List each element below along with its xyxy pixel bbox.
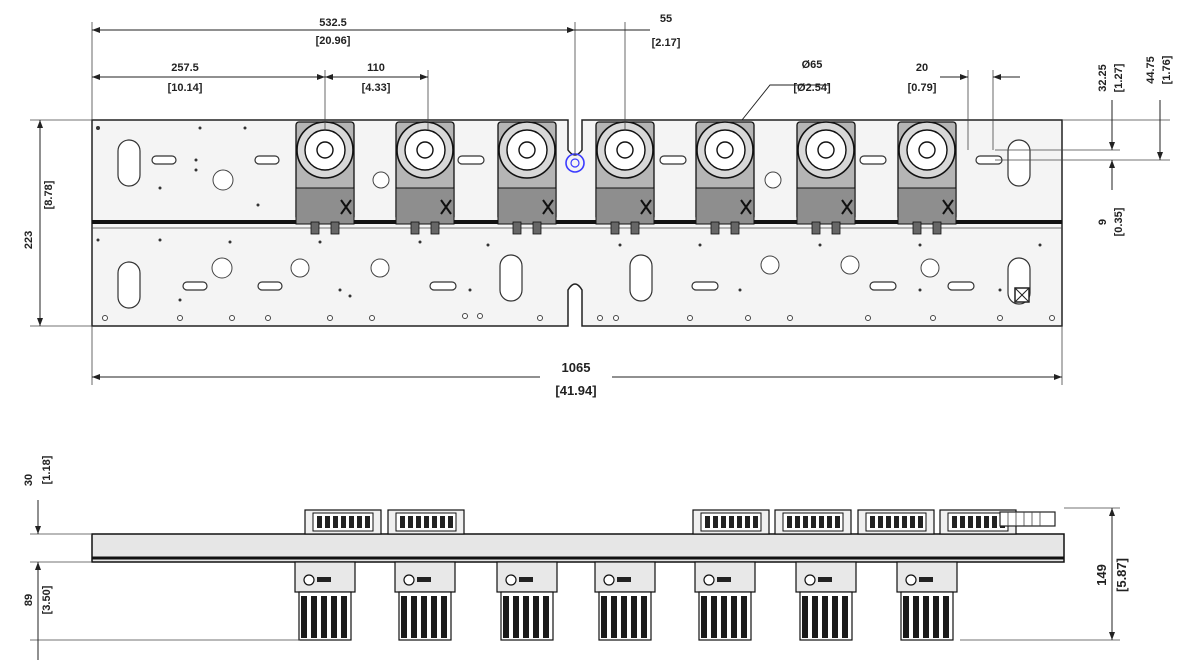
mounting-holes	[211, 169, 940, 279]
connector-6	[939, 509, 1017, 535]
sensor-side-6	[795, 561, 857, 641]
slot	[499, 254, 523, 302]
side-connectors	[304, 509, 1017, 535]
front-view	[91, 119, 1063, 327]
dim-1065: 1065	[562, 360, 591, 375]
dim-532-5: 532.5	[319, 17, 347, 29]
side-view	[91, 509, 1065, 641]
sensor-side-2	[394, 561, 456, 641]
dim-89: 89	[23, 594, 35, 606]
dim-223-inch: [8.78]	[43, 180, 55, 209]
sensor-side-7	[896, 561, 958, 641]
sensor-side-3	[496, 561, 558, 641]
dim-110-inch: [4.33]	[362, 82, 391, 94]
dim-44-75-inch: [1.76]	[1161, 55, 1173, 84]
front-sensors	[295, 121, 957, 235]
sensor-front-5	[695, 121, 755, 235]
slot	[1007, 139, 1031, 187]
dim-20: 20	[916, 62, 928, 74]
side-sensors	[294, 561, 958, 641]
connector-2	[387, 509, 465, 535]
dim-55: 55	[660, 13, 672, 25]
sensor-front-6	[796, 121, 856, 235]
connector-1	[304, 509, 382, 535]
dim-9-inch: [0.35]	[1113, 207, 1125, 236]
small-slots	[151, 155, 1003, 291]
slot	[117, 139, 141, 187]
sensor-front-4	[595, 121, 655, 235]
dim-149: 149	[1094, 564, 1109, 586]
connector-4	[774, 509, 852, 535]
slot	[629, 254, 653, 302]
dim-30: 30	[23, 474, 35, 486]
dim-257-5-inch: [10.14]	[168, 82, 203, 94]
sensor-side-4	[594, 561, 656, 641]
dim-223: 223	[23, 231, 35, 249]
dim-diameter: Ø65	[802, 59, 823, 71]
dim-20-inch: [0.79]	[908, 82, 937, 94]
front-dimensions: 532.5 [20.96] 55 [2.17] 257.5 [10.14] 11…	[23, 13, 1173, 398]
dim-diameter-inch: [Ø2.54]	[793, 82, 831, 94]
cable-plug	[999, 511, 1056, 527]
sensor-front-3	[497, 121, 557, 235]
dim-9: 9	[1097, 219, 1109, 225]
sensor-front-7	[897, 121, 957, 235]
sensor-side-5	[694, 561, 756, 641]
dim-1065-inch: [41.94]	[555, 383, 596, 398]
dim-89-inch: [3.50]	[41, 585, 53, 614]
connector-3	[692, 509, 770, 535]
dim-30-inch: [1.18]	[41, 455, 53, 484]
dim-532-5-inch: [20.96]	[316, 35, 351, 47]
sensor-side-1	[294, 561, 356, 641]
dim-110: 110	[367, 62, 385, 74]
sensor-front-2	[395, 121, 455, 235]
dim-32-25-inch: [1.27]	[1113, 63, 1125, 92]
dim-55-inch: [2.17]	[652, 37, 681, 49]
connector-5	[857, 509, 935, 535]
sensor-front-1	[295, 121, 355, 235]
side-dimensions: 30 [1.18] 89 [3.50] 149 [5.87]	[23, 455, 1129, 660]
slot	[117, 261, 141, 309]
dim-149-inch: [5.87]	[1114, 558, 1129, 592]
fastener-dots	[96, 126, 1055, 321]
dim-32-25: 32.25	[1097, 64, 1109, 92]
dim-257-5: 257.5	[171, 62, 199, 74]
dim-44-75: 44.75	[1145, 56, 1157, 84]
